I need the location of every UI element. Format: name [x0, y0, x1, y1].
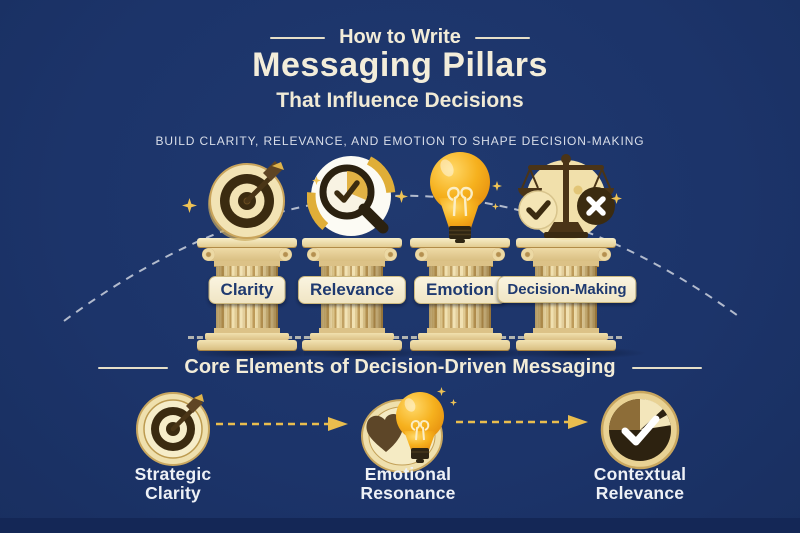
pillar-base [410, 340, 510, 350]
sparkle-icon [492, 181, 502, 191]
ground-dashed-line [188, 336, 622, 339]
pillar-base [302, 340, 402, 350]
core-left-line [98, 366, 169, 369]
core-section-title: Core Elements of Decision-Driven Messagi… [184, 356, 616, 378]
core-label-line: Strategic [134, 464, 212, 484]
pillar-shadow [518, 347, 648, 359]
sparkle-icon [492, 203, 499, 210]
dartboard-target-icon [208, 161, 285, 241]
pillar-emotion [405, 152, 515, 352]
pillar-base [205, 333, 289, 340]
pillar-capital-scrolls [202, 248, 292, 261]
pillar-base [197, 340, 297, 350]
header-kicker-row: How to Write [0, 26, 800, 49]
pie-chart-check-badge-icon [600, 390, 680, 470]
core-label-strategic-clarity: Strategic Clarity [83, 464, 263, 504]
pillar-base [524, 333, 608, 340]
pillar-base [319, 328, 385, 333]
target-badge-icon [136, 392, 210, 466]
pillar-shadow [304, 347, 434, 359]
pillar-relevance [297, 156, 407, 352]
page-subtitle: That Influence Decisions [276, 89, 524, 112]
pillar-neck [427, 261, 493, 266]
pillar-shadow [412, 347, 542, 359]
balance-scales-icon [518, 154, 615, 240]
pillar-base [516, 340, 616, 350]
pillar-neck [319, 261, 385, 266]
core-section-header: Core Elements of Decision-Driven Messagi… [0, 356, 800, 379]
core-right-line [631, 366, 702, 369]
dashed-arrow-icon [216, 417, 348, 431]
pillar-capital [197, 238, 297, 247]
pillar-label-relevance: Relevance [297, 276, 407, 304]
pillar-shadow [199, 347, 329, 359]
pillar-label-emotion: Emotion [414, 276, 506, 304]
pillar-base [427, 328, 493, 333]
pillar-decision-making [511, 154, 621, 352]
core-label-line: Contextual [593, 464, 687, 484]
pillar-base [533, 328, 599, 333]
pillar-neck [214, 261, 280, 266]
core-label-contextual-relevance: Contextual Relevance [550, 464, 730, 504]
core-label-line: Relevance [595, 483, 685, 504]
pillar-capital-scrolls [307, 248, 397, 261]
sparkle-icon [312, 176, 321, 185]
core-label-line: Emotional [364, 464, 452, 484]
sparkle-icon [437, 387, 446, 396]
pillar-neck [533, 261, 599, 266]
magnifying-glass-check-icon [307, 156, 396, 236]
pillar-label-decision-making: Decision-Making [497, 276, 637, 303]
sparkle-icon [450, 399, 457, 406]
kicker-left-line [270, 36, 326, 39]
pillar-label-clarity: Clarity [208, 276, 286, 304]
dashed-arrow-icon [456, 415, 588, 429]
pillar-base [418, 333, 502, 340]
pillar-base [214, 328, 280, 333]
core-label-line: Clarity [145, 483, 201, 504]
kicker-text: How to Write [339, 26, 461, 48]
core-label-line: Resonance [360, 483, 456, 504]
sparkle-icon [611, 193, 622, 204]
page-tagline: BUILD CLARITY, RELEVANCE, AND EMOTION TO… [155, 134, 645, 148]
pillar-capital [302, 238, 402, 247]
pillar-clarity [192, 161, 302, 352]
kicker-right-line [474, 36, 530, 39]
lightbulb-icon [430, 152, 490, 243]
core-label-emotional-resonance: Emotional Resonance [318, 464, 498, 504]
pillar-capital [516, 238, 616, 247]
footer-bar [0, 518, 800, 533]
heart-lightbulb-badge-icon [361, 392, 444, 473]
page-title: Messaging Pillars [252, 46, 548, 84]
pillar-capital-scrolls [415, 248, 505, 261]
pillar-base [310, 333, 394, 340]
pillar-capital-scrolls [521, 248, 611, 261]
